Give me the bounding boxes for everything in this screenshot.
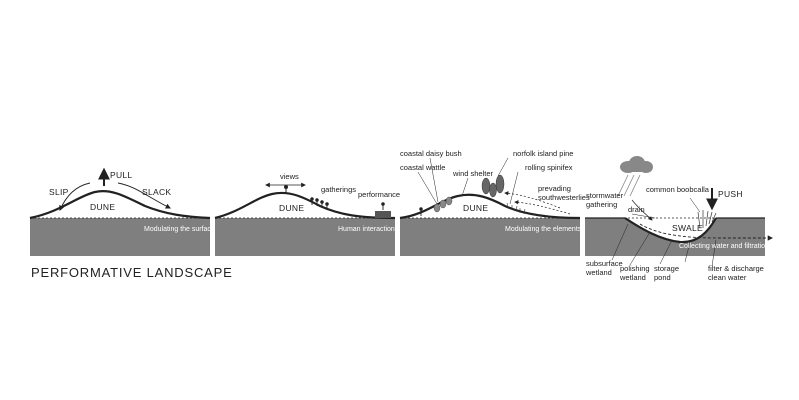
views-label: views bbox=[280, 172, 299, 181]
rolling-spinifex-label: rolling spinifex bbox=[525, 163, 573, 172]
norfolk-island-pine-label: norfolk island pine bbox=[513, 149, 573, 158]
gathering-figures bbox=[310, 197, 329, 210]
rain-lines bbox=[617, 174, 641, 197]
spinifex-grass bbox=[506, 202, 526, 215]
gatherings-label: gatherings bbox=[321, 185, 356, 194]
slip-arrow bbox=[59, 182, 91, 211]
drain-label: drain bbox=[628, 205, 645, 214]
coastal-daisy-bush-label: coastal daisy bush bbox=[400, 149, 462, 158]
dune-label: DUNE bbox=[90, 202, 115, 212]
panel-caption: Collecting water and filtration bbox=[679, 243, 769, 250]
dune-label: DUNE bbox=[463, 203, 488, 213]
leader-lines bbox=[611, 197, 717, 267]
cloud-icon bbox=[620, 156, 653, 173]
coastal-wattle-label: coastal wattle bbox=[400, 163, 445, 172]
norfolk-island-pines bbox=[481, 174, 505, 198]
dune-label: DUNE bbox=[279, 203, 304, 213]
drain-arrow bbox=[631, 199, 653, 221]
gathering-label: gathering bbox=[586, 200, 617, 209]
panel-modulating-elements: coastal daisy bush coastal wattle wind s… bbox=[399, 149, 590, 256]
water-flow-arrow bbox=[639, 223, 774, 241]
common-boobcalla-label: common boobcalla bbox=[646, 185, 710, 194]
wind-arrows bbox=[504, 191, 571, 215]
person-figure bbox=[284, 185, 288, 193]
swale-profile bbox=[624, 217, 717, 244]
southwesterlies-label: southwesterlies bbox=[538, 193, 590, 202]
storage-label: storage bbox=[654, 264, 679, 273]
wetland-label: wetland bbox=[585, 268, 612, 277]
panel-caption: Modulating the elements bbox=[505, 226, 582, 233]
leader-lines bbox=[417, 157, 519, 205]
performance-stage bbox=[375, 211, 391, 218]
slack-label: SLACK bbox=[142, 187, 171, 197]
panel-caption: Human interactions bbox=[338, 226, 399, 233]
ground-section-3 bbox=[400, 218, 580, 256]
ground-section-2 bbox=[215, 218, 395, 256]
ground-section-1 bbox=[30, 218, 210, 256]
performance-label: performance bbox=[358, 190, 400, 199]
panel-modulating-surface: PULL SLIP SLACK DUNE Modulating the surf… bbox=[29, 167, 215, 256]
stormwater-label: stormwater bbox=[586, 191, 624, 200]
coastal-shrubs bbox=[433, 196, 453, 213]
pull-label: PULL bbox=[110, 170, 132, 180]
polishing-label: polishing bbox=[620, 264, 650, 273]
panel-caption: Modulating the surface bbox=[144, 226, 215, 233]
performer-figure bbox=[381, 202, 385, 210]
dune-profile bbox=[214, 191, 396, 220]
slack-arrow bbox=[117, 182, 171, 209]
boobcalla-vegetation bbox=[697, 210, 717, 229]
polishing-wetland-label: wetland bbox=[619, 273, 646, 282]
wind-shelter-label: wind shelter bbox=[452, 169, 494, 178]
panel-human-interactions: views gatherings performance DUNE Human … bbox=[214, 172, 400, 256]
swale-label: SWALE bbox=[672, 223, 703, 233]
dune-profile bbox=[29, 190, 211, 220]
prevading-label: prevading bbox=[538, 184, 571, 193]
filter-discharge-label: filter & discharge bbox=[708, 264, 764, 273]
dune-profile bbox=[399, 193, 581, 220]
pond-label: pond bbox=[654, 273, 671, 282]
subsurface-label: subsurface bbox=[586, 259, 623, 268]
slip-label: SLIP bbox=[49, 187, 69, 197]
person-figure bbox=[419, 207, 423, 216]
panel-collecting-water: PUSH stormwater gathering common boobcal… bbox=[585, 156, 774, 282]
push-label: PUSH bbox=[718, 189, 743, 199]
clean-water-label: clean water bbox=[708, 273, 747, 282]
swale-cut bbox=[625, 218, 716, 243]
diagram-title: PERFORMATIVE LANDSCAPE bbox=[31, 265, 233, 280]
